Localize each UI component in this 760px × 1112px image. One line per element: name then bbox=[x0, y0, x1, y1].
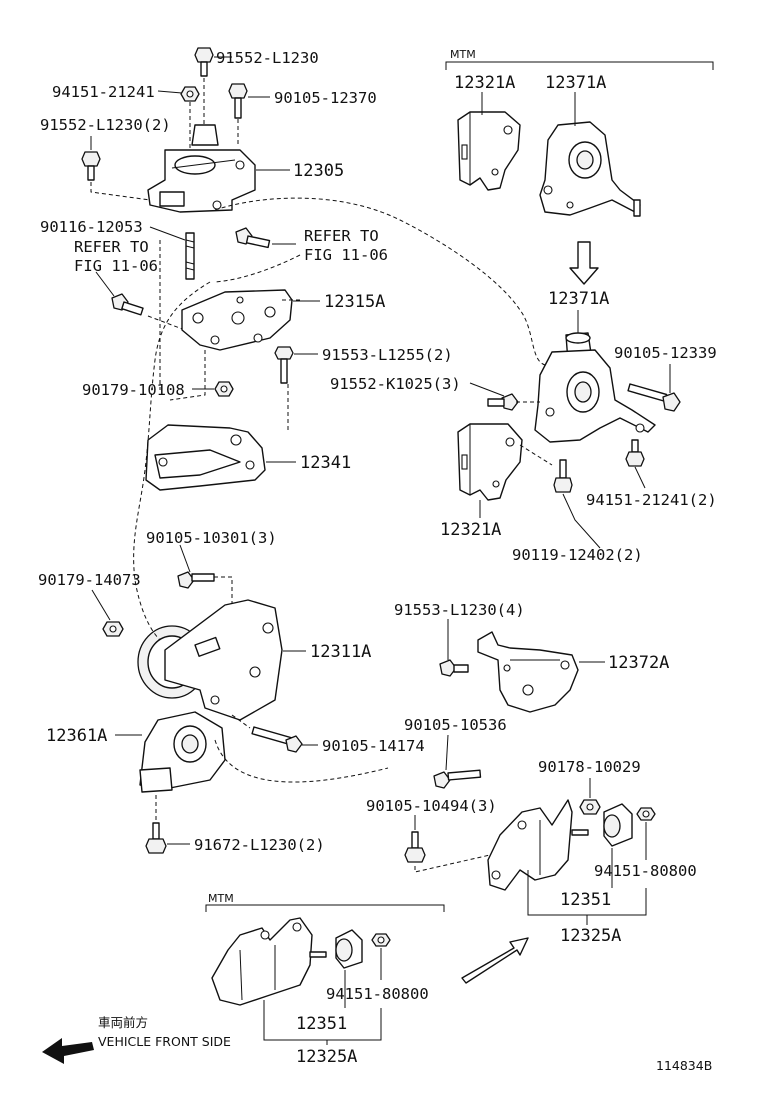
label-12351-right: 12351 bbox=[560, 890, 611, 910]
label-12371a-mid: 12371A bbox=[548, 289, 609, 309]
nut-90178-10029 bbox=[579, 799, 601, 815]
label-12325a-bottom: 12325A bbox=[296, 1047, 357, 1067]
bracket-12321a-top bbox=[457, 111, 521, 191]
label-mtm-bottom: MTM bbox=[208, 892, 234, 905]
label-94151-80800-right: 94151-80800 bbox=[594, 862, 697, 880]
nut-90179-14073 bbox=[102, 621, 124, 637]
label-91553-l1255-x2: 91553-L1255(2) bbox=[322, 346, 453, 364]
bracket-12305 bbox=[147, 124, 256, 213]
label-94151-21241: 94151-21241 bbox=[52, 83, 155, 101]
label-12321a-top: 12321A bbox=[454, 73, 515, 93]
label-90179-10108: 90179-10108 bbox=[82, 381, 185, 399]
mount-12361a bbox=[139, 711, 226, 793]
label-refer-right-2: FIG 11-06 bbox=[304, 246, 388, 264]
bracket-12372a bbox=[477, 631, 579, 713]
bolt-90105-10536 bbox=[433, 769, 482, 789]
bolt-refer-fig-left bbox=[111, 293, 144, 316]
bolt-90105-10301-x3 bbox=[177, 571, 215, 589]
label-90105-12339: 90105-12339 bbox=[614, 344, 717, 362]
label-refer-right-1: REFER TO bbox=[304, 227, 379, 245]
bolt-91553-l1255-x2 bbox=[274, 346, 294, 384]
nut-94151-21241-x2 bbox=[625, 439, 645, 467]
bolt-90105-14174 bbox=[251, 726, 303, 753]
bolt-90119-12402-x2 bbox=[553, 459, 573, 493]
bolt-90105-12370 bbox=[228, 83, 248, 119]
label-90119-12402-x2: 90119-12402(2) bbox=[512, 546, 643, 564]
bracket-12311a bbox=[137, 599, 283, 721]
mount-12371a-top bbox=[539, 121, 641, 217]
bolt-refer-fig-right bbox=[235, 227, 271, 249]
label-94151-80800-bottom: 94151-80800 bbox=[326, 985, 429, 1003]
label-12325a-right: 12325A bbox=[560, 926, 621, 946]
label-vehicle-front-jp: 車両前方 bbox=[98, 1015, 148, 1030]
label-12341: 12341 bbox=[300, 453, 351, 473]
stud-90116-12053 bbox=[185, 232, 195, 280]
label-90178-10029: 90178-10029 bbox=[538, 758, 641, 776]
bracket-12341 bbox=[145, 424, 266, 491]
left-arrow-icon bbox=[42, 1038, 94, 1064]
bracket-12321a-mid bbox=[457, 423, 523, 501]
bracket-12315a bbox=[181, 289, 293, 351]
label-refer-left-1: REFER TO bbox=[74, 238, 149, 256]
nut-90179-10108 bbox=[214, 381, 234, 397]
bolt-91552-k1025-x3 bbox=[487, 393, 519, 411]
label-91552-l1230-x2: 91552-L1230(2) bbox=[40, 116, 171, 134]
bracket-12325a-right bbox=[487, 799, 589, 891]
label-refer-left-2: FIG 11-06 bbox=[74, 257, 158, 275]
label-90105-14174: 90105-14174 bbox=[322, 737, 425, 755]
label-90179-14073: 90179-14073 bbox=[38, 571, 141, 589]
label-90116-12053: 90116-12053 bbox=[40, 218, 143, 236]
diagonal-arrow-icon bbox=[461, 937, 529, 984]
label-91552-l1230: 91552-L1230 bbox=[216, 49, 319, 67]
bolt-91552-l1230-x2 bbox=[81, 151, 101, 181]
label-90105-12370: 90105-12370 bbox=[274, 89, 377, 107]
label-12361a: 12361A bbox=[46, 726, 107, 746]
bushing-12351-bottom bbox=[335, 929, 363, 969]
bushing-12351-right bbox=[603, 803, 633, 847]
label-12371a-top: 12371A bbox=[545, 73, 606, 93]
label-91553-l1230-x4: 91553-L1230(4) bbox=[394, 601, 525, 619]
label-12315a: 12315A bbox=[324, 292, 385, 312]
bolt-90105-12339 bbox=[627, 383, 681, 412]
label-91672-l1230-x2: 91672-L1230(2) bbox=[194, 836, 325, 854]
figure-id: 114834B bbox=[656, 1058, 712, 1073]
nut-94151-80800-bottom bbox=[371, 933, 391, 947]
bolt-91553-l1230-x4 bbox=[439, 659, 469, 677]
bolt-91552-l1230 bbox=[194, 47, 214, 77]
bolt-91672-l1230-x2 bbox=[145, 822, 167, 854]
down-arrow-icon bbox=[569, 241, 599, 285]
bolt-90105-10494-x3 bbox=[404, 831, 426, 863]
labels: 91552-L1230 94151-21241 90105-12370 9155… bbox=[38, 48, 717, 1073]
label-91552-k1025-x3: 91552-K1025(3) bbox=[330, 375, 461, 393]
label-mtm-top: MTM bbox=[450, 48, 476, 61]
nut-94151-21241 bbox=[180, 86, 200, 102]
label-90105-10494-x3: 90105-10494(3) bbox=[366, 797, 497, 815]
label-94151-21241-x2: 94151-21241(2) bbox=[586, 491, 717, 509]
label-12372a: 12372A bbox=[608, 653, 669, 673]
label-12351-bottom: 12351 bbox=[296, 1014, 347, 1034]
label-90105-10536: 90105-10536 bbox=[404, 716, 507, 734]
bracket-12325a-bottom bbox=[211, 917, 327, 1006]
label-12311a: 12311A bbox=[310, 642, 371, 662]
label-12321a-mid: 12321A bbox=[440, 520, 501, 540]
nut-94151-80800-right bbox=[636, 807, 656, 821]
label-90105-10301-x3: 90105-10301(3) bbox=[146, 529, 277, 547]
label-12305: 12305 bbox=[293, 161, 344, 181]
mount-12371a-mid bbox=[534, 332, 656, 443]
label-vehicle-front-en: VEHICLE FRONT SIDE bbox=[98, 1034, 231, 1049]
